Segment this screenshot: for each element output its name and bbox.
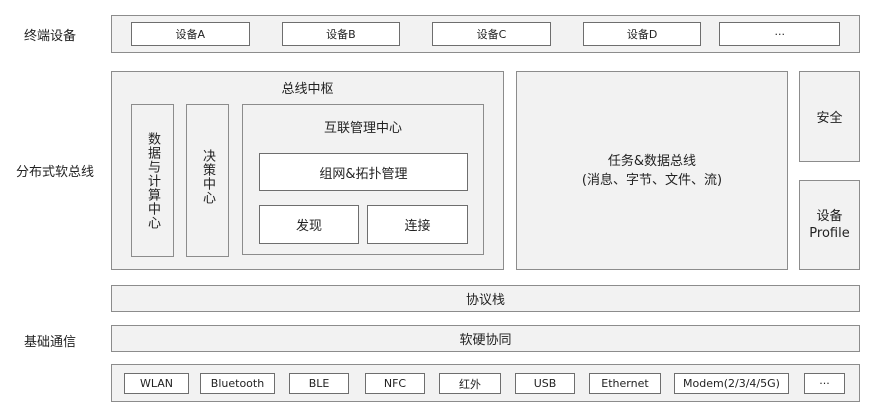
security-label: 安全 [816, 111, 843, 126]
discover-box: 发现 [259, 205, 359, 244]
device-box: 设备B [281, 22, 401, 46]
device-profile-line1: 设备 [816, 209, 843, 224]
data-compute-center: 数据与计算中心 [131, 104, 174, 257]
protocol-box: USB [515, 373, 575, 394]
protocol-box: Bluetooth [200, 373, 275, 394]
protocol-stack-bar: 协议栈 [111, 285, 860, 312]
protocol-box: Ethernet [589, 373, 661, 394]
protocol-box: Modem(2/3/4/5G) [674, 373, 789, 394]
device-profile-panel: 设备 Profile [799, 180, 860, 270]
terminal-devices-panel: 设备A 设备B 设备C 设备D ··· [111, 15, 860, 53]
protocol-box: BLE [289, 373, 349, 394]
networking-topology-box: 组网&拓扑管理 [259, 153, 468, 191]
device-profile-line2: Profile [809, 226, 850, 241]
device-box: 设备A [131, 22, 250, 46]
protocol-box: WLAN [124, 373, 189, 394]
bus-center-title: 总线中枢 [281, 81, 334, 97]
hw-sw-collab-label: 软硬协同 [459, 333, 512, 348]
data-compute-center-label: 数据与计算中心 [145, 131, 160, 230]
protocol-stack-label: 协议栈 [465, 293, 505, 308]
connect-box: 连接 [367, 205, 468, 244]
task-data-bus-title: 任务&数据总线 [607, 153, 697, 169]
row-label-terminal: 终端设备 [24, 28, 77, 44]
interconnect-center-title: 互联管理中心 [323, 120, 402, 136]
protocol-box: NFC [365, 373, 425, 394]
protocol-box: 红外 [439, 373, 501, 394]
device-box: 设备C [432, 22, 551, 46]
row-label-basic: 基础通信 [24, 334, 77, 350]
protocol-box-more: ··· [804, 373, 845, 394]
device-box-more: ··· [719, 22, 840, 46]
row-label-distributed: 分布式软总线 [16, 164, 95, 180]
task-data-bus-subtitle: (消息、字节、文件、流) [581, 172, 723, 188]
device-box: 设备D [582, 22, 702, 46]
decision-center-label: 决策中心 [200, 149, 215, 205]
security-panel: 安全 [799, 71, 860, 162]
task-data-bus-panel: 任务&数据总线 (消息、字节、文件、流) [516, 71, 788, 270]
hw-sw-collab-bar: 软硬协同 [111, 325, 860, 352]
decision-center: 决策中心 [186, 104, 229, 257]
